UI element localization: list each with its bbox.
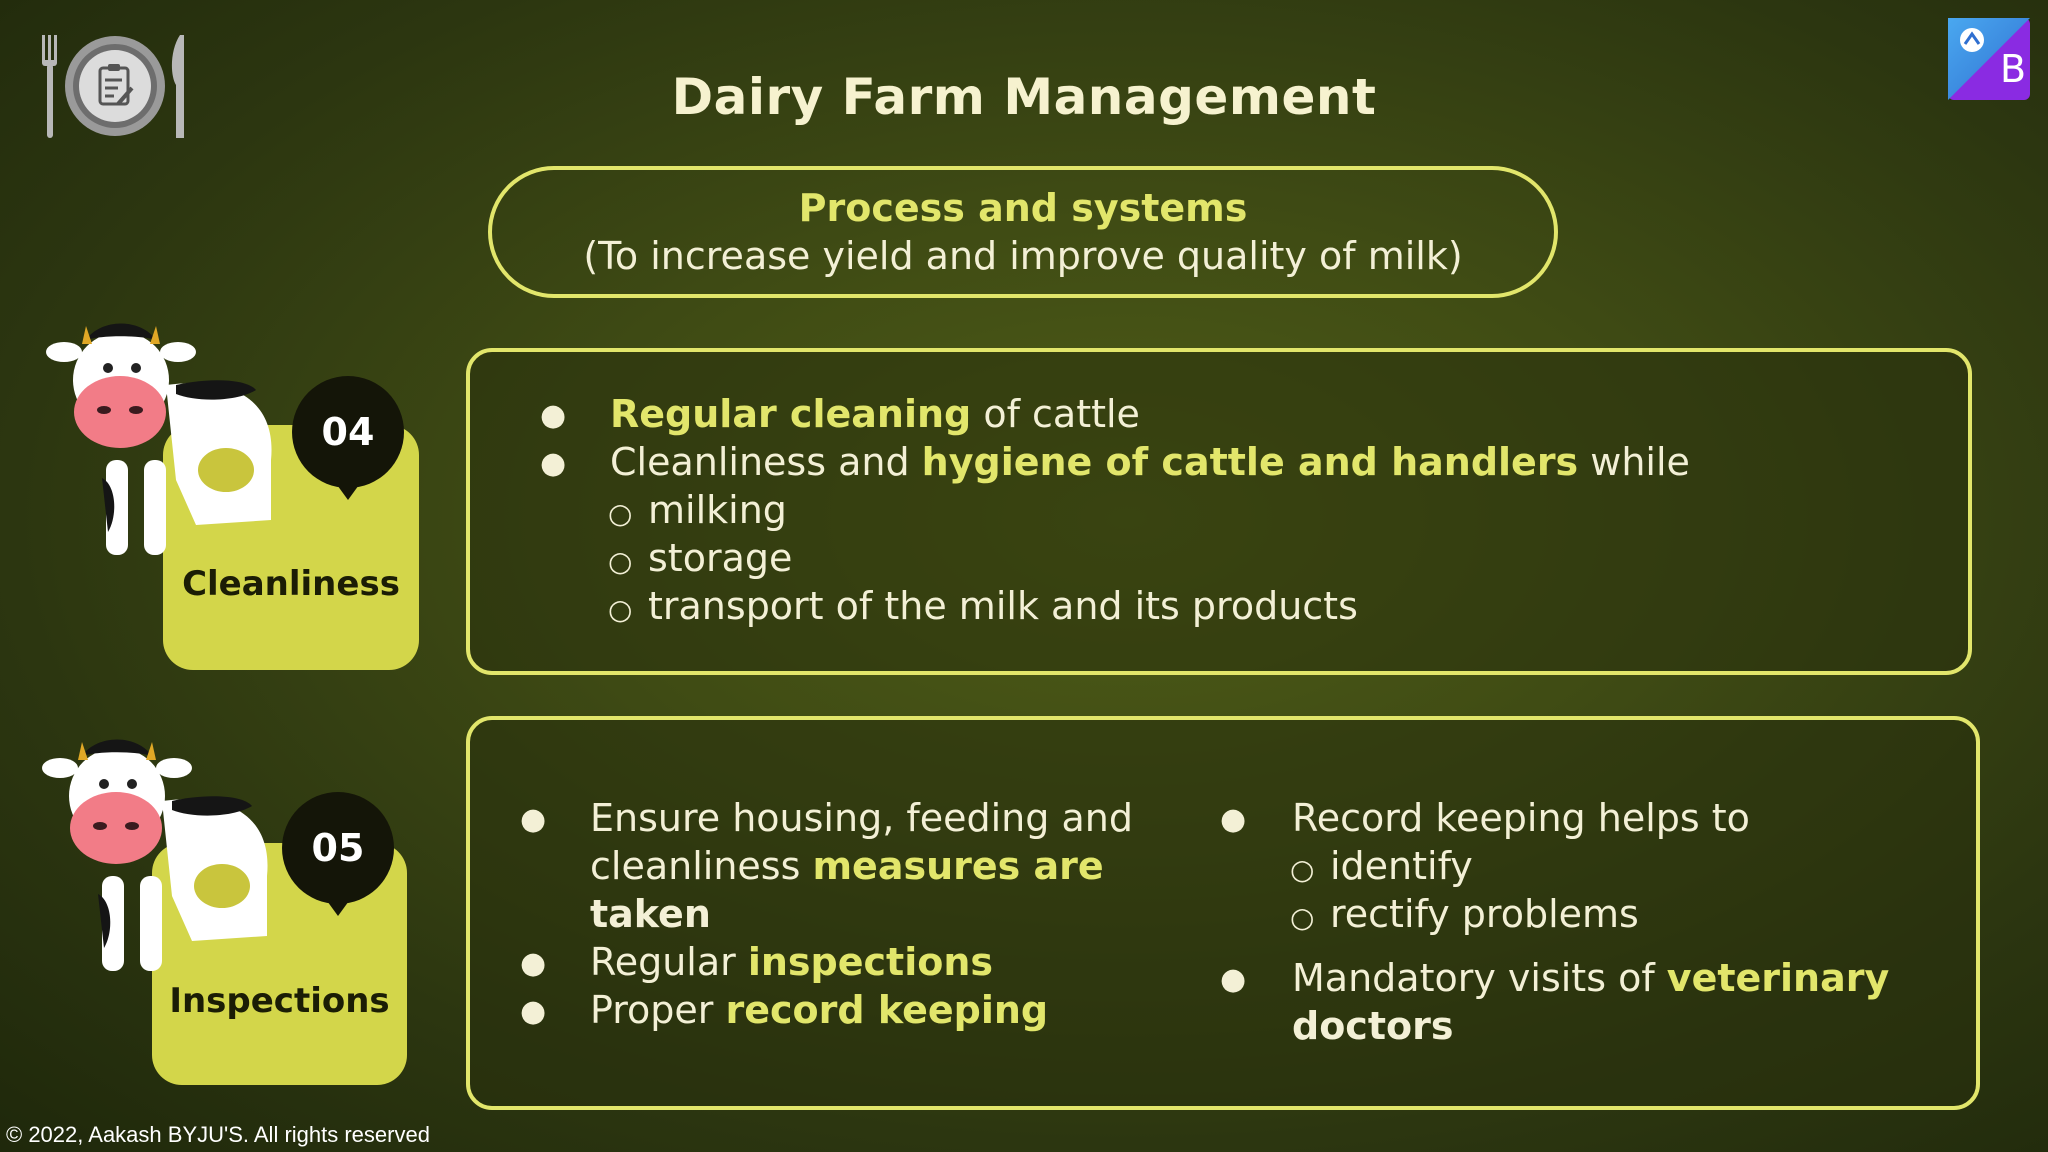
bullet-icon: ● — [520, 802, 547, 837]
fork-icon — [42, 35, 57, 138]
list-item: Mandatory visits of veterinary — [1292, 954, 1889, 1002]
highlight-text: measures are — [812, 844, 1104, 888]
list-item-continuation: taken — [590, 892, 711, 936]
inspections-panel — [466, 716, 1980, 1110]
process-subtitle: (To increase yield and improve quality o… — [583, 234, 1463, 278]
copyright-text: © 2022, Aakash BYJU'S. All rights reserv… — [6, 1122, 430, 1147]
knife-icon — [171, 35, 184, 138]
item-text: rectify problems — [1330, 892, 1639, 936]
cleanliness-label: Cleanliness — [182, 564, 400, 604]
list-item: Record keeping helps to — [1292, 796, 1750, 840]
bullet-icon: ● — [540, 398, 567, 433]
bullet-icon: ● — [540, 446, 567, 481]
inspections-label: Inspections — [169, 981, 390, 1021]
item-text: transport of the milk and its products — [648, 584, 1358, 628]
item-text: storage — [648, 536, 793, 580]
sub-list-item: ○ milking — [608, 486, 787, 538]
circle-bullet-icon: ○ — [1290, 853, 1315, 886]
circle-bullet-icon: ○ — [608, 545, 633, 578]
item-text: Regular — [590, 940, 748, 984]
page-title: Dairy Farm Management — [671, 68, 1377, 126]
cow-icon — [46, 323, 272, 555]
list-item: Cleanliness and hygiene of cattle and ha… — [610, 438, 1690, 486]
list-item: Regular inspections — [590, 938, 993, 986]
highlight-text: veterinary — [1666, 956, 1890, 1000]
section-number-badge: 05 — [282, 792, 394, 904]
food-logo — [42, 35, 184, 138]
bullet-icon: ● — [1220, 962, 1247, 997]
circle-bullet-icon: ○ — [608, 593, 633, 626]
highlight-text: record keeping — [725, 988, 1049, 1032]
list-item: Regular cleaning of cattle — [610, 390, 1140, 438]
sub-list-item: ○ transport of the milk and its products — [608, 582, 1358, 634]
item-text: milking — [648, 488, 787, 532]
sub-list-item: ○ rectify problems — [1290, 890, 1639, 942]
list-item: Proper record keeping — [590, 986, 1048, 1034]
list-item: Ensure housing, feeding and — [590, 796, 1133, 840]
badge-pointer — [332, 478, 364, 500]
badge-pointer — [322, 894, 354, 916]
clipboard-plate-icon — [65, 36, 165, 136]
list-item-continuation: doctors — [1292, 1004, 1454, 1048]
item-text: identify — [1330, 844, 1473, 888]
highlight-text: hygiene of cattle and handlers — [921, 440, 1579, 484]
item-text: Mandatory visits of — [1292, 956, 1667, 1000]
brand-logo: B — [1948, 18, 2030, 100]
circle-bullet-icon: ○ — [1290, 901, 1315, 934]
process-heading: Process and systems — [798, 186, 1248, 230]
item-text: Proper — [590, 988, 726, 1032]
bullet-icon: ● — [520, 946, 547, 981]
cleanliness-panel — [466, 348, 1972, 675]
item-text: cleanliness — [590, 844, 813, 888]
item-text: while — [1578, 440, 1690, 484]
item-text: Cleanliness and — [610, 440, 922, 484]
process-box: Process and systems (To increase yield a… — [488, 166, 1558, 298]
cow-icon — [42, 739, 268, 971]
bullet-icon: ● — [1220, 802, 1247, 837]
list-item-continuation: cleanliness measures are — [590, 842, 1104, 890]
item-text: of cattle — [971, 392, 1140, 436]
sub-list-item: ○ storage — [608, 534, 792, 586]
highlight-text: Regular cleaning — [610, 392, 972, 436]
highlight-text: inspections — [747, 940, 993, 984]
bullet-icon: ● — [520, 994, 547, 1029]
section-number-badge: 04 — [292, 376, 404, 488]
circle-bullet-icon: ○ — [608, 497, 633, 530]
svg-text:B: B — [2000, 47, 2026, 91]
sub-list-item: ○ identify — [1290, 842, 1473, 894]
